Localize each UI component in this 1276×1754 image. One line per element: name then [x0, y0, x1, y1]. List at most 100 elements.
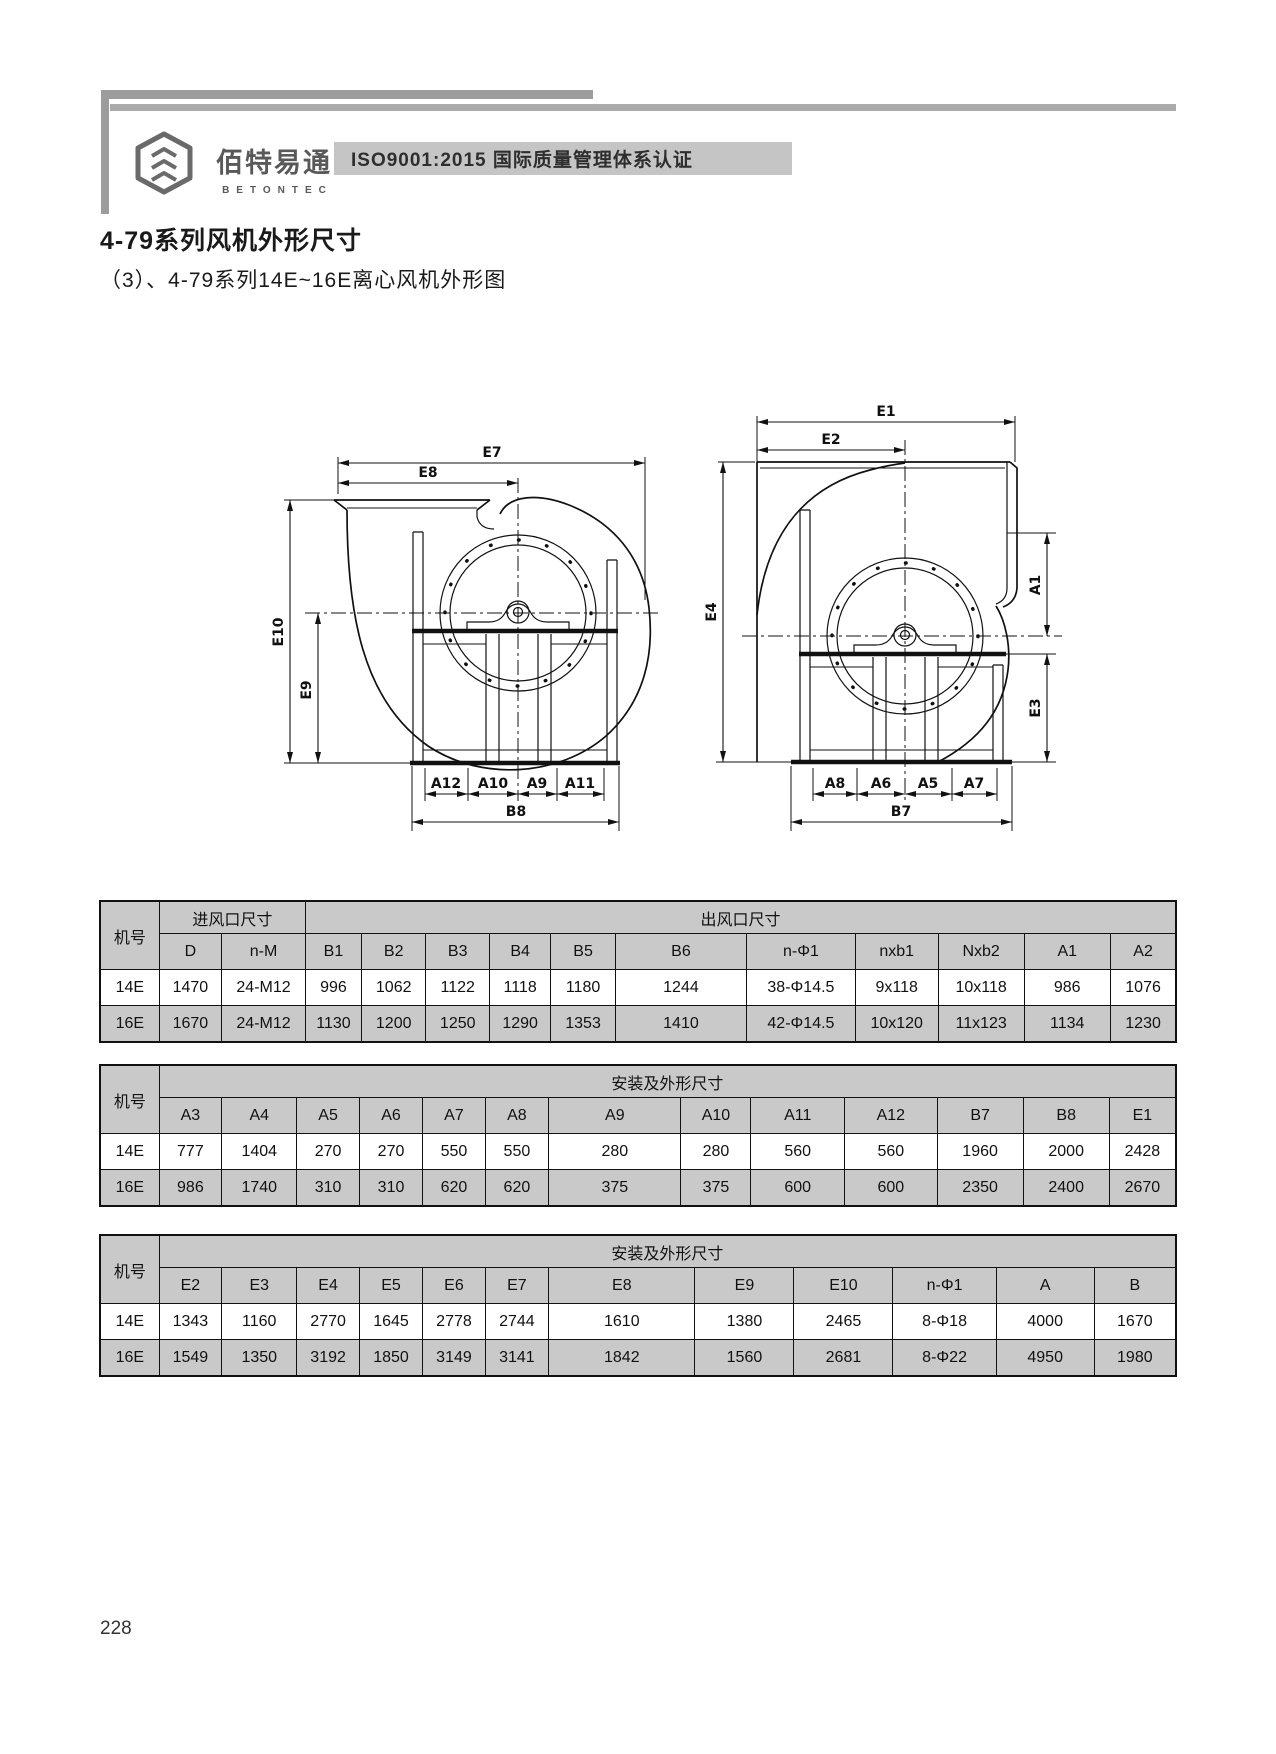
dim-label-e7: E7	[482, 445, 501, 461]
dimension-cell: 24-M12	[221, 969, 306, 1006]
dimension-cell: 280	[680, 1133, 752, 1170]
dimension-cell: 2465	[793, 1303, 894, 1340]
dimension-cell: 777	[158, 1133, 223, 1170]
machine-model-cell: 14E	[99, 1133, 160, 1170]
dimension-cell: 1850	[358, 1339, 424, 1377]
column-header: E4	[296, 1267, 360, 1304]
dimension-cell: 1122	[425, 969, 490, 1006]
header-rule-bar	[110, 104, 1176, 111]
dim-label-a8: A8	[825, 776, 846, 792]
dim-label-e10: E10	[271, 617, 287, 646]
dimension-cell: 550	[422, 1133, 486, 1170]
column-header: E3	[221, 1267, 298, 1304]
column-header: B5	[550, 933, 616, 970]
dimension-cell: 3149	[422, 1339, 486, 1377]
dimension-cell: 1980	[1093, 1339, 1177, 1377]
corner-frame-vertical-bar	[101, 90, 109, 214]
dim-label-a5: A5	[918, 776, 939, 792]
dim-label-e2: E2	[821, 432, 840, 448]
dimension-cell: 1960	[936, 1133, 1024, 1170]
dimension-cell: 9x118	[854, 969, 939, 1006]
column-header: A12	[844, 1097, 938, 1134]
column-header: A4	[221, 1097, 298, 1134]
dimension-cell: 11x123	[937, 1005, 1025, 1043]
dimension-cell: 4950	[995, 1339, 1095, 1377]
column-header: E9	[694, 1267, 795, 1304]
dimension-cell: 2350	[936, 1169, 1024, 1207]
dimension-cell: 996	[305, 969, 362, 1006]
dim-label-a7: A7	[964, 776, 985, 792]
dimension-cell: 1160	[221, 1303, 298, 1340]
dimension-cell: 375	[548, 1169, 682, 1207]
dimension-cell: 1645	[358, 1303, 424, 1340]
dimension-cell: 1549	[158, 1339, 223, 1377]
dimension-cell: 986	[1023, 969, 1111, 1006]
column-header: n-M	[221, 933, 306, 970]
column-header: A1	[1023, 933, 1111, 970]
dimension-cell: 1200	[360, 1005, 427, 1043]
brand-name-cn: 佰特易通	[216, 148, 332, 178]
dim-label-a1: A1	[1028, 575, 1044, 596]
dimension-cell: 1610	[548, 1303, 696, 1340]
column-header: E8	[548, 1267, 696, 1304]
page-subtitle: （3）、4-79系列14E~16E离心风机外形图	[100, 269, 507, 292]
column-group-header: 进风口尺寸	[158, 900, 307, 934]
dimension-cell: 310	[358, 1169, 424, 1207]
dim-label-e4: E4	[704, 602, 720, 622]
dim-label-a6: A6	[871, 776, 892, 792]
dimension-cell: 10x118	[937, 969, 1025, 1006]
column-header: E6	[422, 1267, 486, 1304]
dim-label-b7: B7	[891, 804, 911, 820]
dimension-cell: 1076	[1109, 969, 1177, 1006]
column-header: A9	[548, 1097, 682, 1134]
column-header: B	[1093, 1267, 1177, 1304]
dimension-cell: 2670	[1108, 1169, 1177, 1207]
page-title: 4-79系列风机外形尺寸	[100, 227, 363, 255]
column-group-header: 安装及外形尺寸	[158, 1064, 1177, 1098]
dimension-cell: 3192	[296, 1339, 360, 1377]
machine-number-header: 机号	[99, 1234, 160, 1304]
dimension-cell: 270	[296, 1133, 360, 1170]
column-header: A5	[296, 1097, 360, 1134]
dim-label-a12: A12	[431, 776, 461, 792]
dim-label-a10: A10	[478, 776, 509, 792]
column-header: E7	[484, 1267, 550, 1304]
dimension-cell: 375	[680, 1169, 752, 1207]
dimension-cell: 1290	[488, 1005, 552, 1043]
dimension-cell: 280	[548, 1133, 682, 1170]
column-header: E5	[358, 1267, 424, 1304]
dimension-cell: 38-Φ14.5	[746, 969, 856, 1006]
dimension-cell: 1250	[425, 1005, 490, 1043]
dimension-cell: 1062	[360, 969, 427, 1006]
column-header: A	[995, 1267, 1095, 1304]
dimension-cell: 600	[750, 1169, 846, 1207]
logo-icon	[135, 131, 193, 195]
dimension-cell: 2681	[793, 1339, 894, 1377]
dimension-cell: 42-Φ14.5	[746, 1005, 856, 1043]
dimension-cell: 560	[844, 1133, 938, 1170]
column-header: A3	[158, 1097, 223, 1134]
dimension-cell: 620	[484, 1169, 550, 1207]
dimension-cell: 2770	[296, 1303, 360, 1340]
dimension-cell: 3141	[484, 1339, 550, 1377]
column-header: B1	[305, 933, 362, 970]
dim-label-a9: A9	[527, 776, 548, 792]
fan-outline-drawings: E7 E8 E10 E9 A12 A10 A9 A11 B8	[271, 404, 1062, 831]
dim-label-a11: A11	[565, 776, 595, 792]
dimension-cell: 310	[296, 1169, 360, 1207]
column-header: A7	[422, 1097, 486, 1134]
column-header: E2	[158, 1267, 223, 1304]
column-header: A10	[680, 1097, 752, 1134]
dimension-cell: 620	[422, 1169, 486, 1207]
iso-certification-banner: ISO9001:2015 国际质量管理体系认证	[334, 142, 792, 175]
dimension-cell: 1134	[1023, 1005, 1111, 1043]
right-fan-view: E1 E2 E4 A1 E3 A8 A6 A5 A7 B7	[704, 404, 1062, 831]
dim-label-e1: E1	[876, 404, 895, 420]
column-header: B6	[614, 933, 748, 970]
dimension-cell: 1118	[488, 969, 552, 1006]
brand-name-en: BETONTEC	[222, 185, 333, 196]
